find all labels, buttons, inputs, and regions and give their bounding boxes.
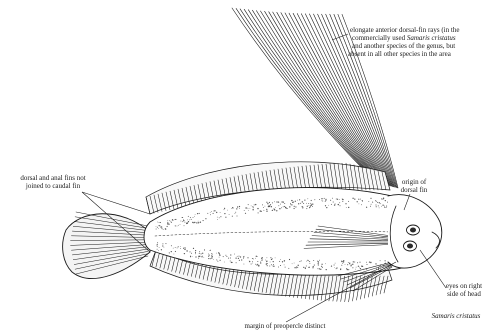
- label-eyes-2: side of head: [436, 290, 492, 298]
- label-elongate-rays-species: Samaris cristatus: [407, 34, 456, 42]
- label-elongate-rays-4: absent in all other species in the area: [348, 50, 451, 58]
- leader-fins-dorsal: [82, 192, 150, 214]
- label-origin-dorsal-2: dorsal fin: [392, 186, 436, 194]
- label-origin-dorsal-1: origin of: [392, 178, 436, 186]
- label-elongate-rays-3: and another species of the genus, but: [352, 42, 455, 50]
- label-elongate-rays-1: elongate anterior dorsal-fin rays (in th…: [350, 26, 459, 34]
- label-fins-not-joined-1: dorsal and anal fins not: [6, 174, 100, 182]
- label-elongate-rays-2a: commercially used: [352, 34, 407, 42]
- label-elongate-rays-2: commercially used Samaris cristatus: [352, 34, 456, 42]
- label-eyes-1: eyes on right: [436, 282, 492, 290]
- label-preopercle: margin of preopercle distinct: [210, 322, 360, 330]
- label-species: Samaris cristatus: [420, 312, 492, 320]
- label-fins-not-joined-2: joined to caudal fin: [6, 182, 100, 190]
